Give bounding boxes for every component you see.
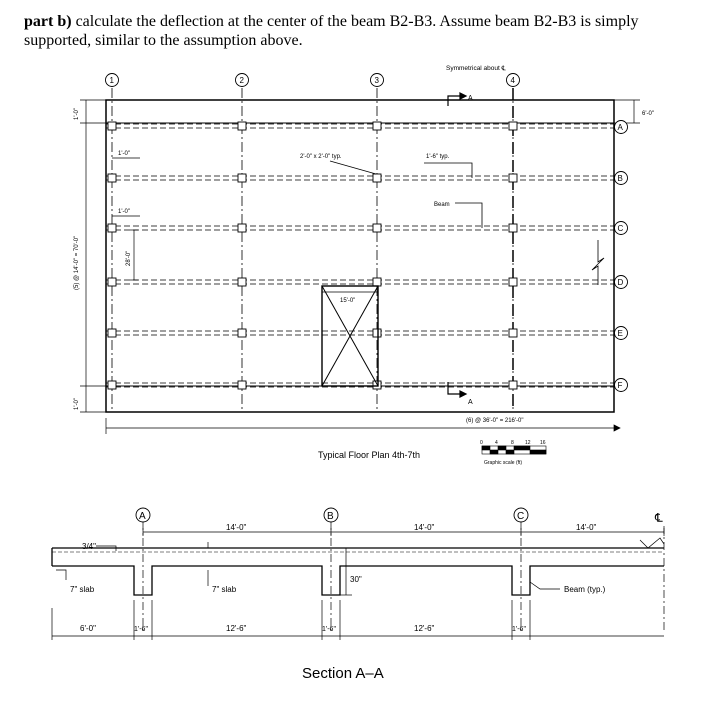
- thickness-leader: [96, 545, 117, 551]
- bottom-dim-6: 1'-6": [512, 626, 526, 633]
- grid-letter-b: B: [618, 174, 623, 183]
- section-mark-bottom: A: [468, 399, 473, 406]
- plan-outline: [105, 99, 615, 413]
- grid-letter-f: F: [618, 381, 623, 390]
- left-dim-bot: 1'-0": [74, 398, 80, 410]
- dim-1ft-a: 1'-0": [118, 151, 130, 157]
- slab-label-left: 7" slab: [70, 585, 95, 594]
- plan-inner-dims: [112, 157, 378, 293]
- plan-title: Typical Floor Plan 4th-7th: [318, 450, 420, 460]
- section-text: A B C 14'-0" 14'-0" 14'-0" 3/4" 7" slab …: [70, 511, 663, 682]
- slab-bottom-profile: [52, 565, 664, 596]
- plan-leaders: [329, 160, 483, 228]
- columns: [107, 121, 518, 390]
- depth-dim: [340, 548, 352, 596]
- bottom-dim: [105, 418, 621, 434]
- slab-label-mid: 7" slab: [212, 585, 237, 594]
- section-beam-label: Beam (typ.): [564, 585, 606, 594]
- scale-caption: Graphic scale (ft): [484, 460, 522, 466]
- dim-28ft: 28'-0": [126, 251, 132, 266]
- graphic-scale: [481, 445, 547, 455]
- column-size-label: 2'-0" x 2'-0" typ.: [300, 154, 342, 160]
- break-line: [591, 240, 605, 285]
- section-bottom-dims: [51, 600, 664, 640]
- grid-lines-vertical: [111, 88, 514, 412]
- dim-6ft: 6'-0": [642, 111, 654, 117]
- span-top-3: 14'-0": [576, 523, 597, 532]
- grid-number-3: 3: [375, 76, 380, 85]
- symmetry-label: Symmetrical about ℄: [446, 65, 507, 72]
- grid-number-4: 4: [511, 76, 516, 85]
- scale-tick-8: 8: [511, 440, 514, 446]
- grid-letter-bubbles: [614, 120, 628, 392]
- beam-label: Beam: [434, 202, 450, 208]
- bottom-dim-5: 12'-6": [414, 624, 435, 633]
- grid-number-bubbles: [105, 73, 520, 87]
- cl-break: [639, 537, 665, 549]
- scale-tick-12: 12: [525, 440, 531, 446]
- depth-label: 30": [350, 575, 362, 584]
- grid-letter-c: C: [618, 224, 624, 233]
- question-body: calculate the deflection at the center o…: [24, 13, 639, 49]
- left-dim-mid: (5) @ 14'-0" = 70'-0": [74, 236, 80, 290]
- section-grid-b: B: [327, 511, 334, 522]
- plan-text: Symmetrical about ℄ 1 2 3 4 A B C D E F …: [74, 65, 654, 466]
- grid-letter-e: E: [618, 329, 623, 338]
- left-dim-top: 1'-0": [74, 108, 80, 120]
- question-text: part b) calculate the deflection at the …: [24, 12, 704, 50]
- bottom-dim-label: (6) @ 36'-0" = 216'-0": [466, 418, 524, 424]
- cl-mark: ℄: [654, 511, 663, 525]
- span-top-1: 14'-0": [226, 523, 247, 532]
- scale-tick-16: 16: [540, 440, 546, 446]
- dim-1ft-b: 1'-0": [118, 209, 130, 215]
- right-dim-6ft: [614, 99, 640, 124]
- bottom-dim-4: 1'-6": [322, 626, 336, 633]
- section-grid-c: C: [517, 511, 524, 522]
- beam-lines-horizontal: [106, 123, 614, 388]
- span-top-2: 14'-0": [414, 523, 435, 532]
- section-cut-markers: [447, 92, 468, 398]
- dim-15ft: 15'-0": [340, 298, 355, 304]
- typ-label: 1'-6" typ.: [426, 154, 450, 160]
- section-a-a: [51, 507, 665, 640]
- bottom-dim-3: 12'-6": [226, 624, 247, 633]
- grid-number-1: 1: [110, 76, 115, 85]
- slab-leader-left: [56, 569, 67, 580]
- section-top-dims: [142, 528, 665, 536]
- scale-tick-4: 4: [495, 440, 498, 446]
- grid-letter-d: D: [618, 278, 624, 287]
- section-title: Section A–A: [302, 665, 384, 682]
- section-grid-a: A: [139, 511, 146, 522]
- section-grid-lines: [142, 522, 665, 632]
- section-mark-top: A: [468, 95, 473, 102]
- question-part: part b): [24, 13, 72, 30]
- scale-tick-0: 0: [480, 440, 483, 446]
- section-grid-bubbles: [135, 507, 529, 523]
- thickness-label: 3/4": [82, 542, 96, 551]
- bottom-dim-1: 6'-0": [80, 624, 96, 633]
- floor-plan: [80, 73, 640, 455]
- beam-leader: [529, 581, 560, 590]
- grid-letter-a: A: [618, 123, 624, 132]
- grid-number-2: 2: [240, 76, 245, 85]
- left-dims: [80, 99, 106, 413]
- bottom-dim-2: 1'-6": [134, 626, 148, 633]
- floor-opening: [321, 285, 379, 387]
